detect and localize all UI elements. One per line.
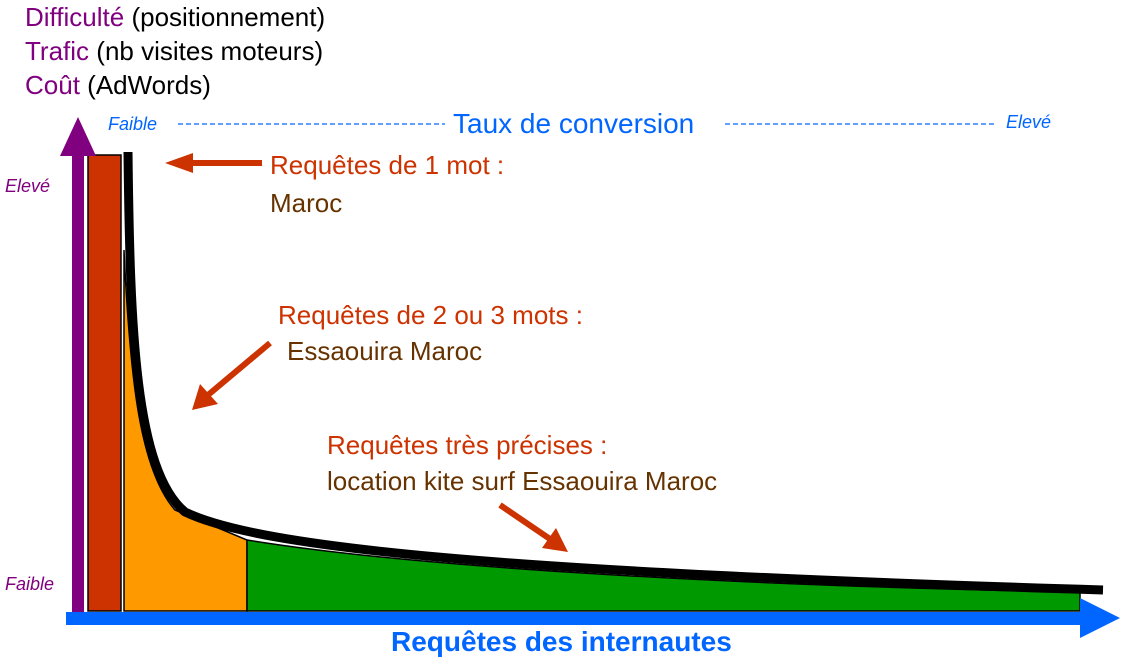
arrow-2-words-head bbox=[192, 384, 218, 410]
annotation-precise-example: location kite surf Essaouira Maroc bbox=[327, 466, 718, 496]
annotation-precise-title: Requêtes très précises : bbox=[327, 430, 608, 460]
legend-desc: (AdWords) bbox=[87, 70, 211, 100]
arrow-precise-shaft bbox=[498, 502, 552, 542]
legend-desc: (positionnement) bbox=[131, 2, 326, 32]
head-area-1-word bbox=[87, 154, 122, 612]
legend-term: Trafic bbox=[25, 36, 90, 66]
y-axis-low-label: Faible bbox=[5, 574, 55, 594]
annotation-2-words-example: Essaouira Maroc bbox=[287, 336, 483, 366]
conversion-title: Taux de conversion bbox=[453, 108, 695, 139]
y-axis-high-label: Elevé bbox=[5, 176, 51, 196]
annotation-2-words-title: Requêtes de 2 ou 3 mots : bbox=[278, 300, 583, 330]
x-axis-label: Requêtes des internautes bbox=[391, 626, 732, 657]
legend-difficulte: Difficulté (positionnement) bbox=[25, 0, 325, 34]
conversion-high-label: Elevé bbox=[1006, 112, 1052, 132]
y-axis-shaft bbox=[72, 150, 84, 622]
x-axis-arrowhead bbox=[1080, 598, 1120, 638]
legend-trafic: Trafic (nb visites moteurs) bbox=[25, 34, 323, 68]
legend-cout: Coût (AdWords) bbox=[25, 68, 211, 102]
arrow-1-word-head bbox=[165, 153, 193, 173]
conversion-low-label: Faible bbox=[108, 114, 158, 134]
y-axis-arrowhead bbox=[60, 117, 96, 156]
annotation-1-word-example: Maroc bbox=[270, 188, 343, 218]
legend-term: Coût bbox=[25, 70, 80, 100]
arrow-precise-head bbox=[542, 528, 568, 552]
legend-term: Difficulté bbox=[25, 2, 125, 32]
annotation-1-word-title: Requêtes de 1 mot : bbox=[270, 150, 505, 180]
long-tail-curve bbox=[123, 151, 1104, 595]
arrow-2-words-shaft bbox=[206, 340, 272, 398]
legend-desc: (nb visites moteurs) bbox=[96, 36, 324, 66]
x-axis-shaft bbox=[66, 612, 1096, 625]
